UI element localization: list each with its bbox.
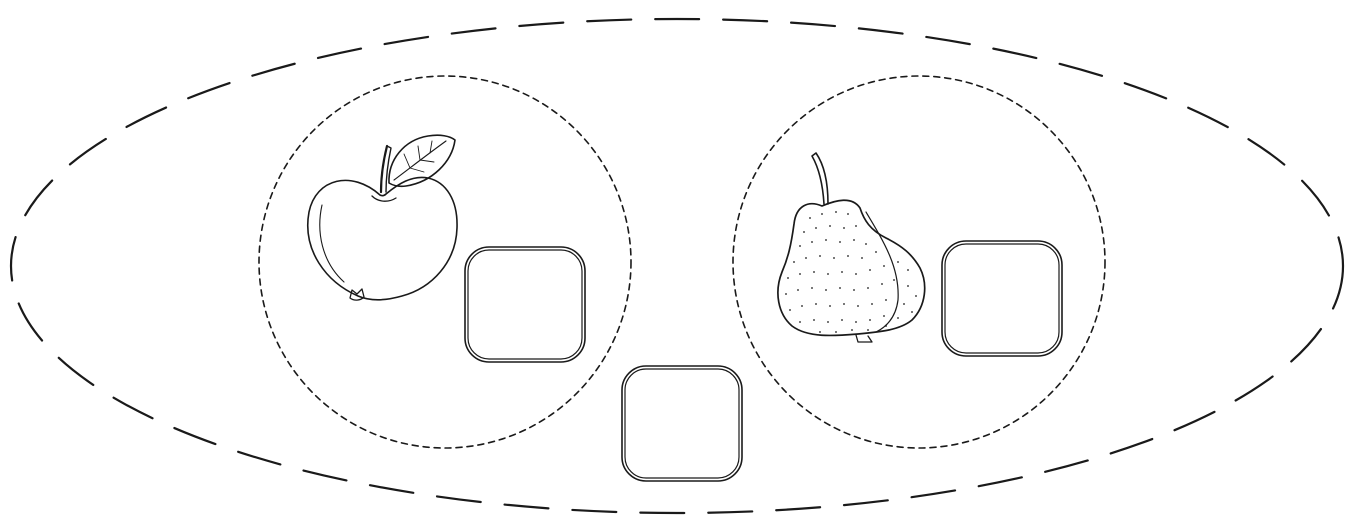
- pear-count-box[interactable]: [942, 241, 1062, 356]
- apple-count-box[interactable]: [465, 247, 585, 362]
- pear-icon: [778, 153, 925, 342]
- apple-icon: [308, 135, 457, 300]
- total-count-box[interactable]: [622, 366, 742, 481]
